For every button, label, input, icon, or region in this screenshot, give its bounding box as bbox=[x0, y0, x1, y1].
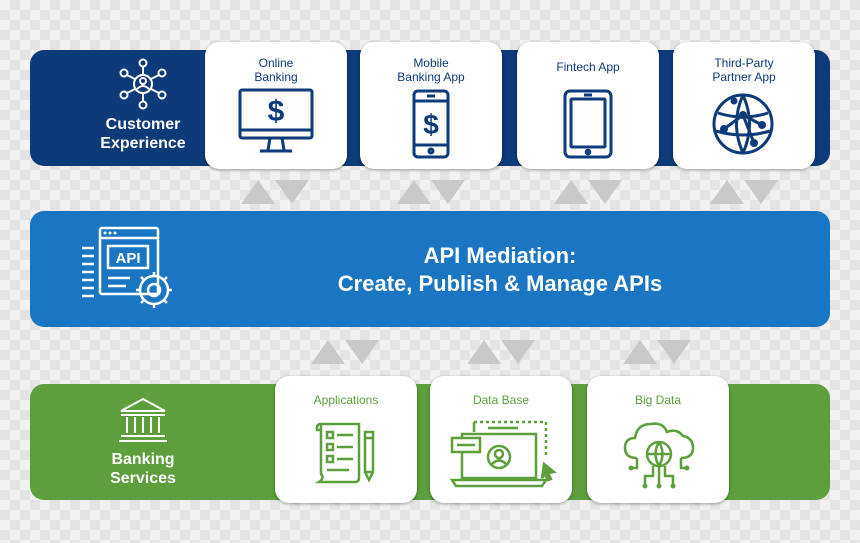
online-banking-title: Online Banking bbox=[254, 56, 298, 84]
banking-services-label-line1: Banking bbox=[111, 451, 175, 468]
sync-arrows-online-banking bbox=[241, 180, 309, 204]
sync-arrows-mobile-banking bbox=[397, 180, 465, 204]
tablet-icon bbox=[563, 89, 613, 159]
customer-experience-label-line2: Experience bbox=[100, 135, 186, 152]
laptop-profile-icon bbox=[449, 420, 557, 488]
document-pencil-icon bbox=[315, 422, 375, 484]
banking-services-label: Banking Services bbox=[70, 450, 216, 488]
cloud-globe-icon bbox=[623, 422, 695, 489]
network-user-icon bbox=[119, 58, 167, 110]
online-banking-card[interactable]: Online Banking $ bbox=[205, 42, 347, 169]
api-mediation-band bbox=[30, 211, 830, 327]
sync-arrows-third-party-app bbox=[710, 180, 778, 204]
bank-building-icon bbox=[119, 397, 167, 442]
sync-arrows-data-base bbox=[467, 340, 535, 364]
monitor-dollar-icon: $ bbox=[238, 88, 314, 153]
api-badge-text: API bbox=[115, 250, 140, 267]
mobile-banking-title: Mobile Banking App bbox=[397, 56, 465, 84]
fintech-app-title: Fintech App bbox=[556, 60, 620, 74]
svg-text:$: $ bbox=[268, 95, 285, 128]
phone-dollar-icon: $ bbox=[412, 89, 450, 159]
data-base-title: Data Base bbox=[472, 393, 530, 407]
third-party-partner-app-title: Third-Party Partner App bbox=[712, 56, 776, 84]
sync-arrows-big-data bbox=[623, 340, 691, 364]
sync-arrows-fintech-app bbox=[554, 180, 622, 204]
api-mediation-title-line1: API Mediation: bbox=[423, 243, 577, 268]
globe-network-icon bbox=[712, 93, 774, 155]
third-party-partner-app-card[interactable]: Third-Party Partner App bbox=[673, 42, 815, 169]
sync-arrows-applications bbox=[311, 340, 379, 364]
api-mediation-title-line2: Create, Publish & Manage APIs bbox=[337, 271, 663, 296]
svg-text:$: $ bbox=[423, 109, 439, 140]
applications-card[interactable]: Applications bbox=[275, 376, 417, 503]
banking-services-label-line2: Services bbox=[110, 470, 176, 487]
big-data-card[interactable]: Big Data bbox=[587, 376, 729, 503]
customer-experience-label: Customer Experience bbox=[70, 115, 216, 153]
fintech-app-card[interactable]: Fintech App bbox=[517, 42, 659, 169]
data-base-card[interactable]: Data Base bbox=[430, 376, 572, 503]
applications-title: Applications bbox=[313, 393, 379, 407]
mobile-banking-card[interactable]: Mobile Banking App $ bbox=[360, 42, 502, 169]
api-mediation-title: API Mediation: Create, Publish & Manage … bbox=[200, 242, 800, 298]
api-gear-icon: API bbox=[82, 226, 172, 308]
big-data-title: Big Data bbox=[634, 393, 682, 407]
customer-experience-label-line1: Customer bbox=[105, 116, 181, 133]
